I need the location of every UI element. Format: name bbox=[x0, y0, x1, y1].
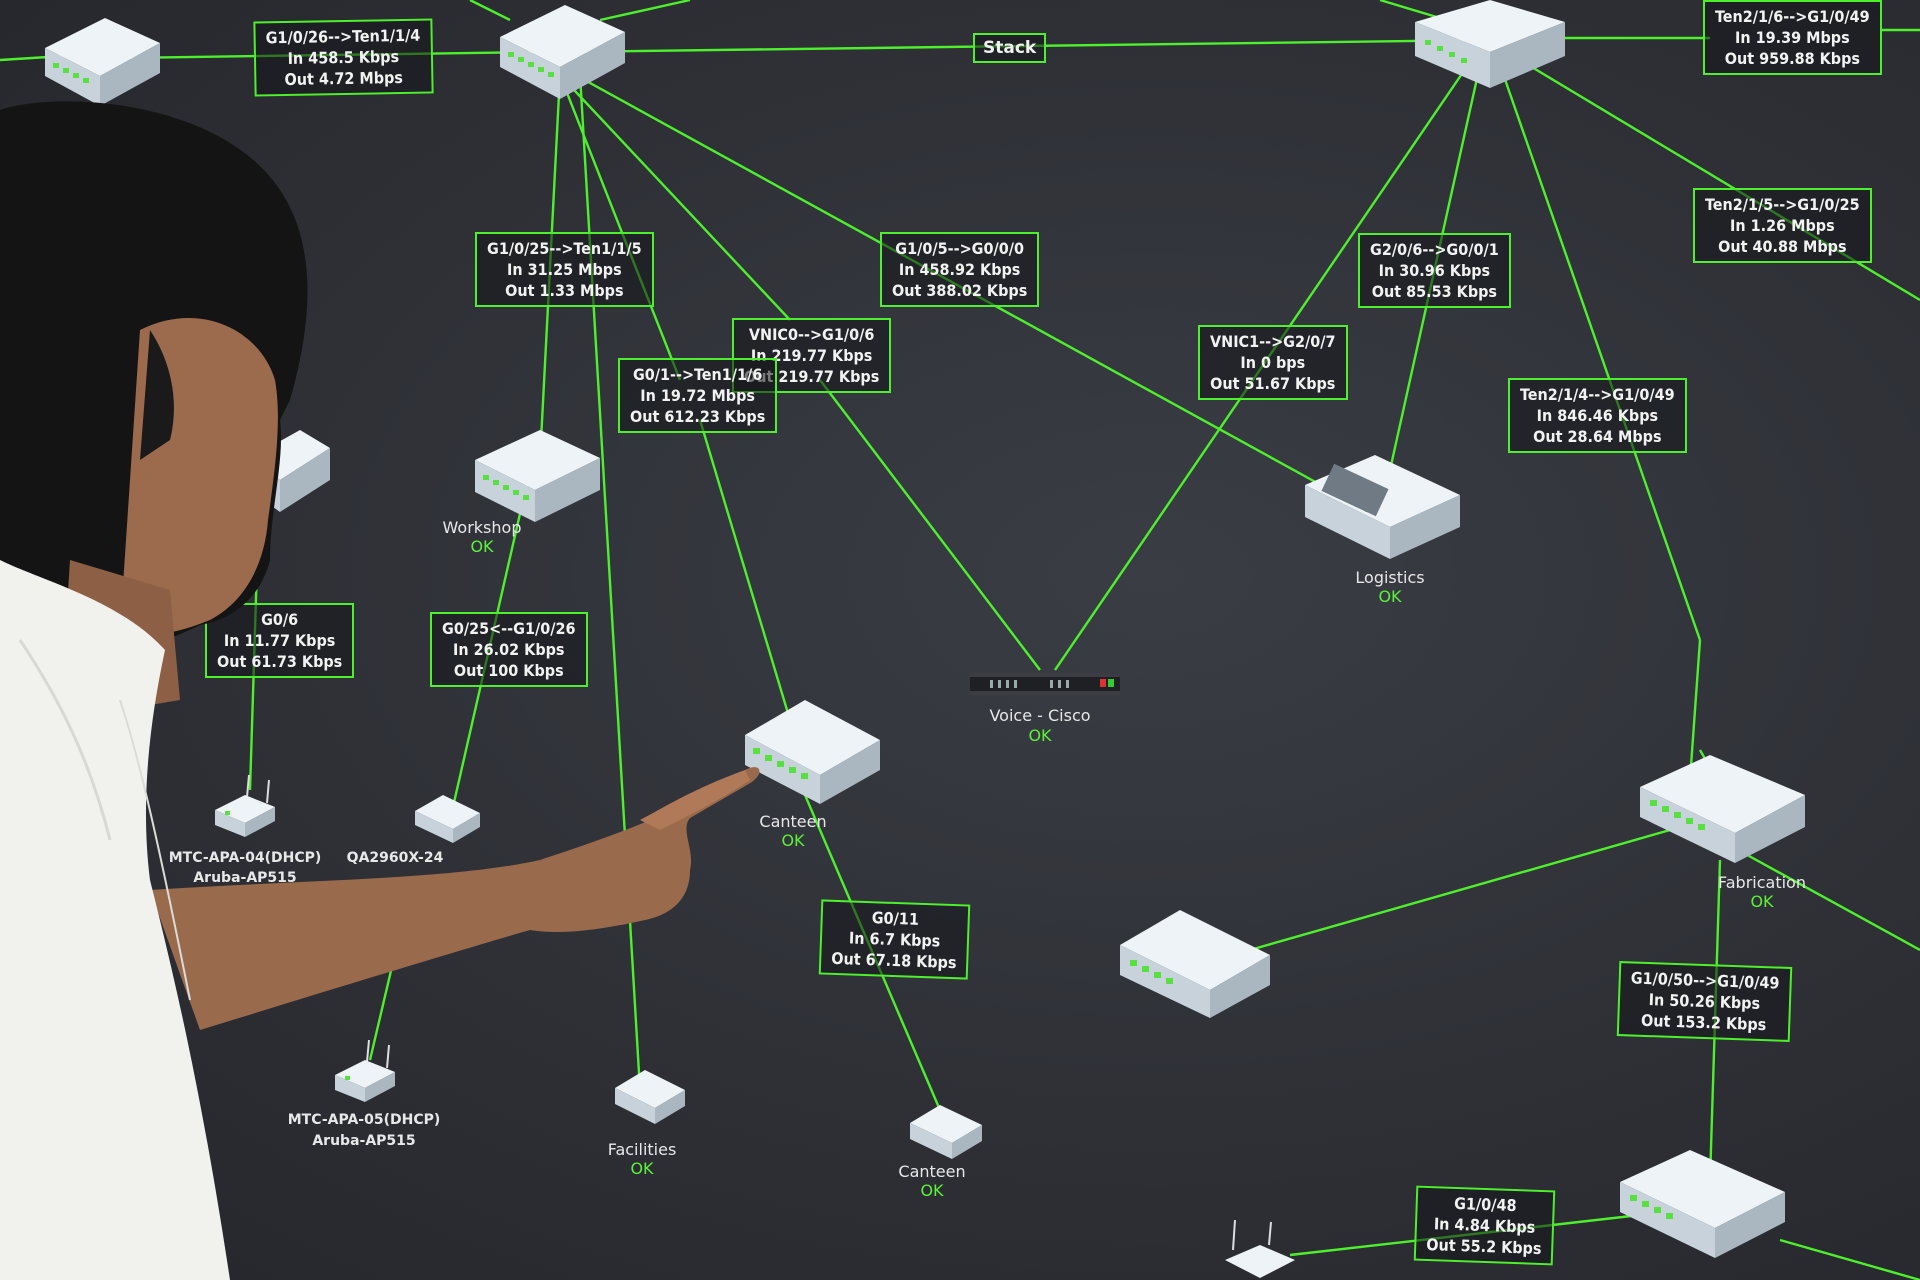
link-port: Ten2/1/4-->G1/0/49 bbox=[1520, 385, 1675, 404]
switch-workshop-icon[interactable] bbox=[475, 430, 600, 529]
device-status: OK bbox=[781, 831, 805, 850]
link-in: In 19.39 Mbps bbox=[1735, 28, 1850, 47]
access-point-icon[interactable] bbox=[215, 774, 277, 844]
switch-icon[interactable] bbox=[500, 5, 625, 104]
device-status: OK bbox=[470, 537, 494, 556]
link-out: Out 51.67 Kbps bbox=[1210, 374, 1336, 393]
link-in: In 19.72 Mbps bbox=[640, 386, 755, 405]
link-in: In 846.46 Kbps bbox=[1536, 406, 1659, 425]
switch-fabrication-icon[interactable] bbox=[1640, 755, 1805, 869]
link-out: Out 85.53 Kbps bbox=[1371, 282, 1497, 301]
device-name: Fabrication bbox=[1718, 873, 1806, 892]
switch-facilities-icon[interactable] bbox=[615, 1070, 685, 1129]
link-port: Ten2/1/5-->G1/0/25 bbox=[1705, 195, 1860, 214]
switch-canteen-icon[interactable] bbox=[745, 700, 880, 809]
switch-icon[interactable] bbox=[45, 18, 160, 112]
link-out: Out 100 Kbps bbox=[453, 661, 564, 680]
link-port: G0/25<--G1/0/26 bbox=[442, 619, 576, 638]
device-name: Canteen bbox=[898, 1162, 966, 1181]
switch-icon[interactable] bbox=[1415, 0, 1565, 94]
switch-qa2960-icon[interactable] bbox=[415, 795, 480, 849]
link-out: Out 1.33 Mbps bbox=[505, 281, 624, 300]
device-name: Workshop bbox=[442, 518, 522, 537]
link-port: G2/0/6-->G0/0/1 bbox=[1370, 240, 1499, 259]
link-out: Out 959.88 Kbps bbox=[1724, 49, 1860, 68]
link-in: In 26.02 Kbps bbox=[453, 640, 565, 659]
link-out: Out 55.2 Kbps bbox=[1425, 1234, 1542, 1258]
link-in: In 30.96 Kbps bbox=[1378, 261, 1491, 280]
link-port: G0/1-->Ten1/1/6 bbox=[632, 365, 763, 384]
link-out: Out 61.73 Kbps bbox=[217, 652, 343, 671]
device-status: OK bbox=[630, 1159, 654, 1178]
link-in: In 219.77 Kbps bbox=[750, 346, 873, 365]
device-name: MTC-APA-05(DHCP) bbox=[287, 1112, 441, 1128]
device-status: OK bbox=[1378, 587, 1402, 606]
device-name: Logistics bbox=[1355, 568, 1425, 587]
link-port: VNIC1-->G2/0/7 bbox=[1210, 332, 1336, 351]
switch-icon[interactable] bbox=[1620, 1150, 1785, 1264]
device-subname: Aruba-AP515 bbox=[193, 870, 297, 886]
link-in: In 0 bps bbox=[1240, 353, 1306, 372]
access-point-icon[interactable] bbox=[1225, 1219, 1295, 1280]
stack-link-label[interactable]: Stack bbox=[973, 33, 1047, 63]
link-port: G0/6 bbox=[261, 610, 299, 629]
device-status: OK bbox=[1028, 726, 1052, 745]
device-subname: Aruba-AP515 bbox=[312, 1133, 416, 1149]
device-name: Facilities bbox=[607, 1140, 677, 1159]
switch-logistics-icon[interactable] bbox=[1305, 455, 1460, 564]
link-out: Out 28.64 Mbps bbox=[1533, 427, 1662, 446]
link-out: Out 612.23 Kbps bbox=[630, 407, 766, 426]
access-point-icon[interactable] bbox=[335, 1039, 397, 1109]
link-out: Out 153.2 Kbps bbox=[1640, 1010, 1767, 1035]
voice-router-icon[interactable] bbox=[970, 665, 1120, 704]
link-out: Out 388.02 Kbps bbox=[892, 281, 1028, 300]
link-out: Out 219.77 Kbps bbox=[744, 367, 880, 386]
device-name: QA2960X-24 bbox=[346, 850, 444, 866]
device-name: Voice - Cisco bbox=[989, 706, 1091, 725]
link-port: G1/0/25-->Ten1/1/5 bbox=[487, 239, 642, 258]
link-port: VNIC0-->G1/0/6 bbox=[748, 325, 875, 344]
switch-canteen-2-icon[interactable] bbox=[910, 1105, 982, 1164]
link-out: Out 40.88 Mbps bbox=[1718, 237, 1847, 256]
device-name: MTC-APA-04(DHCP) bbox=[168, 850, 322, 866]
link-in: In 11.77 Kbps bbox=[223, 631, 336, 650]
device-status: OK bbox=[1750, 892, 1774, 911]
link-in: In 458.92 Kbps bbox=[898, 260, 1021, 279]
link-port: Ten2/1/6-->G1/0/49 bbox=[1715, 7, 1870, 26]
device-status: OK bbox=[920, 1181, 944, 1200]
switch-icon[interactable] bbox=[1120, 910, 1270, 1024]
person-pointing-image bbox=[0, 101, 760, 1280]
link-in: In 31.25 Mbps bbox=[507, 260, 622, 279]
link-out: Out 67.18 Kbps bbox=[830, 948, 957, 973]
link-port: G1/0/5-->G0/0/0 bbox=[895, 239, 1025, 258]
device-name: Canteen bbox=[759, 812, 827, 831]
link-in: In 1.26 Mbps bbox=[1730, 216, 1835, 235]
